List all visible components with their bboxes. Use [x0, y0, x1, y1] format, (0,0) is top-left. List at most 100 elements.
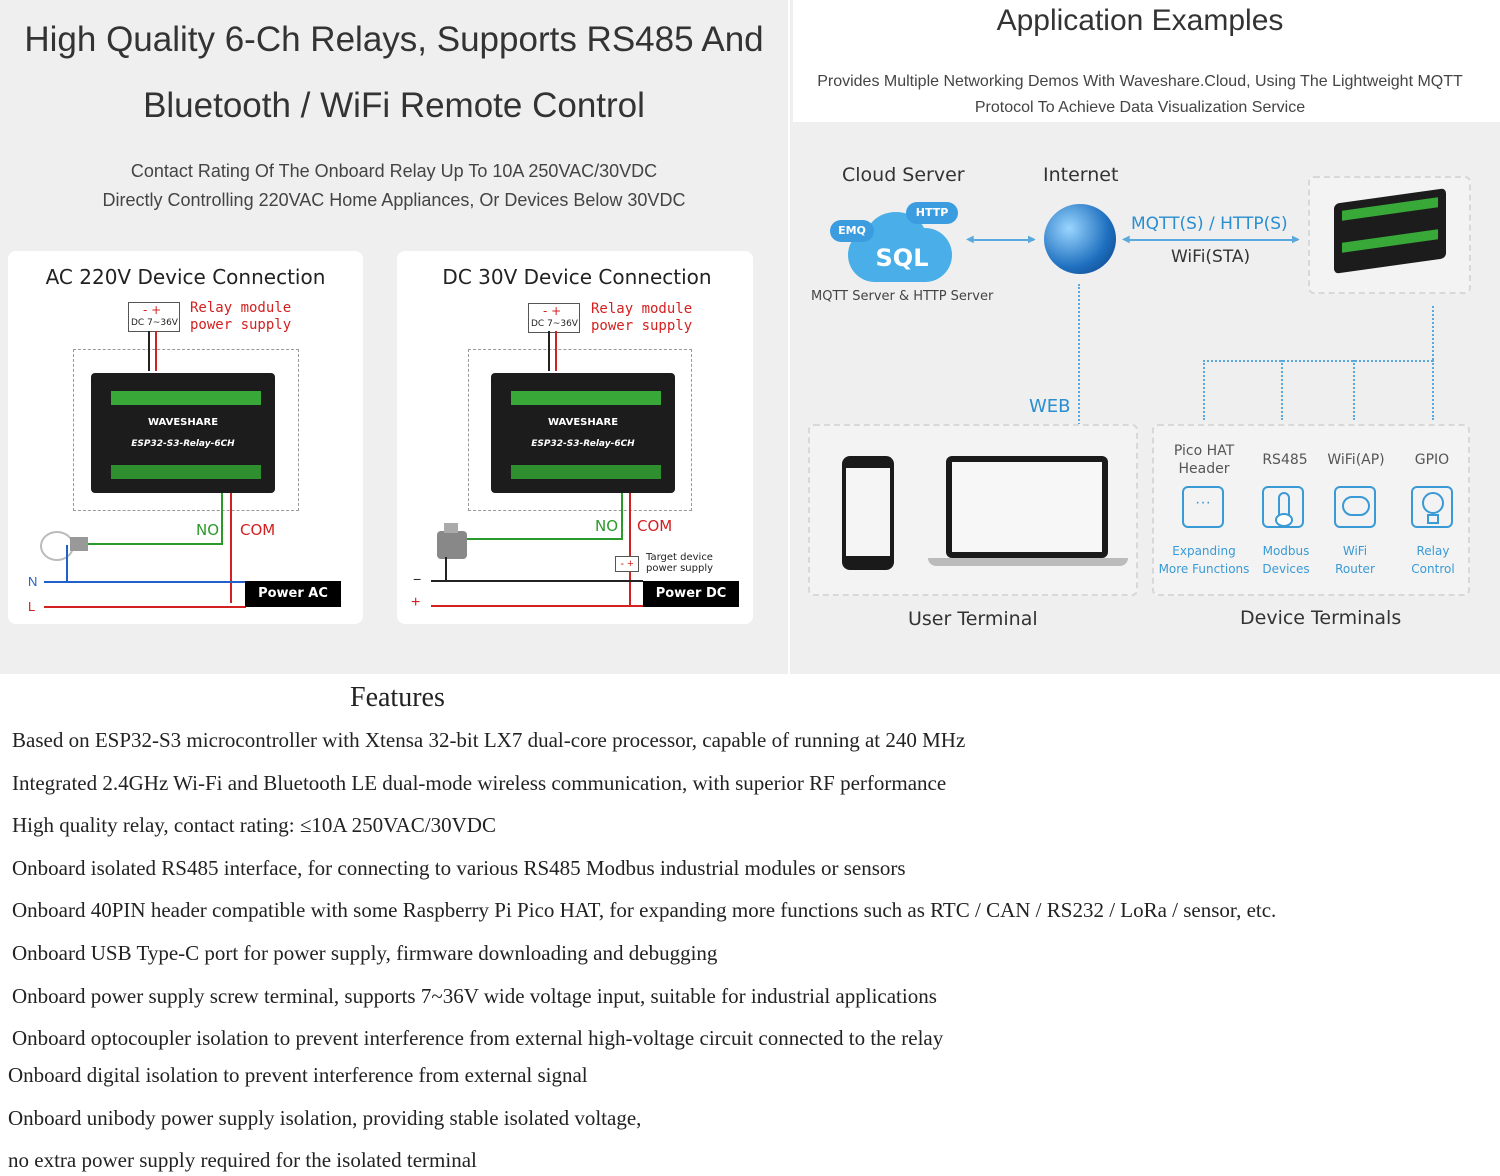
- device-terminals-box: [1152, 424, 1470, 596]
- terminal-rs485-desc-2: Devices: [1262, 562, 1310, 576]
- valve-icon: [437, 531, 467, 559]
- polarity-label: - +: [543, 304, 562, 318]
- module-brand: WAVESHARE: [547, 417, 619, 428]
- terminal-gpio-name: GPIO: [1414, 452, 1450, 468]
- bus-drop-1: [1203, 360, 1205, 420]
- n-label: N: [28, 574, 38, 589]
- server-caption: MQTT Server & HTTP Server: [811, 289, 994, 304]
- com-wire: [230, 493, 232, 603]
- ac-connection-card: AC 220V Device Connection - + DC 7~36V R…: [8, 251, 363, 627]
- sql-tag: SQL: [875, 244, 929, 272]
- right-subtitle-line1: Provides Multiple Networking Demos With …: [817, 73, 1463, 90]
- ac-card-title: AC 220V Device Connection: [45, 265, 326, 289]
- emq-tag: EMQ: [830, 220, 874, 242]
- terminal-rs485-desc-1: Modbus: [1262, 544, 1310, 558]
- cloud-server-label: Cloud Server: [842, 164, 965, 186]
- mqtt-label: MQTT(S) / HTTP(S): [1131, 214, 1288, 234]
- device-box: [1308, 176, 1471, 294]
- dc-supply-box: - + DC 7~36V: [528, 303, 580, 333]
- feature-item-4: Onboard isolated RS485 interface, for co…: [12, 856, 906, 880]
- no-label: NO: [196, 521, 220, 539]
- terminal-block-bottom: [111, 465, 261, 479]
- terminal-pico-desc-2: More Functions: [1158, 562, 1250, 576]
- globe-icon: [1044, 204, 1116, 274]
- bulb-icon: [40, 531, 74, 561]
- power-ac-box: Power AC 220V: [245, 581, 341, 627]
- relay-module-image: WAVESHARE ESP32-S3-Relay-6CH: [91, 373, 275, 493]
- l-wire: [44, 606, 246, 608]
- dc-range-label: DC 7~36V: [131, 318, 178, 328]
- internet-device-arrow: [1126, 239, 1298, 241]
- target-supply-box: - +: [615, 556, 639, 572]
- left-title-line1: High Quality 6-Ch Relays, Supports RS485…: [24, 20, 764, 59]
- relay-supply-label-2: power supply: [591, 318, 693, 334]
- feature-item-9: Onboard digital isolation to prevent int…: [8, 1063, 588, 1087]
- terminal-wifi-name: WiFi(AP): [1327, 452, 1385, 468]
- terminal-pico-name-2: Header: [1178, 461, 1230, 477]
- relay-supply-label-1: Relay module: [190, 300, 292, 316]
- supply-wire-pos: [155, 331, 157, 371]
- left-subtitle-line2: Directly Controlling 220VAC Home Applian…: [102, 190, 686, 210]
- laptop-base-icon: [928, 558, 1128, 566]
- cloud-internet-arrow: [970, 239, 1034, 241]
- terminal-rs485-name: RS485: [1262, 452, 1308, 468]
- no-label: NO: [595, 517, 619, 535]
- web-label: WEB: [1029, 396, 1071, 417]
- right-subtitle-line2: Protocol To Achieve Data Visualization S…: [974, 99, 1306, 116]
- wifi-sta-label: WiFi(STA): [1171, 247, 1251, 267]
- lamp-n-wire: [66, 545, 68, 582]
- valve-neg-wire: [445, 557, 447, 581]
- terminal-block-top: [511, 391, 661, 405]
- l-label: L: [28, 599, 36, 614]
- module-frame: [73, 349, 299, 511]
- terminal-block-bottom: [511, 465, 661, 479]
- device-terminals-label: Device Terminals: [1240, 607, 1402, 629]
- bus-drop-3: [1353, 360, 1355, 420]
- target-label-1: Target device: [646, 552, 713, 563]
- terminal-pico-desc-1: Expanding: [1172, 544, 1236, 558]
- feature-item-11: no extra power supply required for the i…: [8, 1148, 477, 1172]
- minus-label: −: [413, 571, 422, 587]
- com-label: COM: [240, 521, 276, 539]
- plus-label: +: [411, 594, 421, 611]
- feature-item-2: Integrated 2.4GHz Wi-Fi and Bluetooth LE…: [12, 771, 947, 795]
- supply-wire-neg: [548, 331, 550, 371]
- left-title-line2: Bluetooth / WiFi Remote Control: [143, 86, 645, 125]
- feature-item-10: Onboard unibody power supply isolation, …: [8, 1106, 642, 1130]
- feature-item-8: Onboard optocoupler isolation to prevent…: [12, 1026, 944, 1050]
- cloud-icon: EMQ HTTP SQL: [830, 198, 960, 286]
- user-terminal-box: [808, 424, 1138, 596]
- target-label-2: power supply: [646, 563, 714, 574]
- dots-icon: ···: [1182, 486, 1224, 528]
- dc-range-label: DC 7~36V: [531, 319, 578, 329]
- supply-wire-neg: [148, 331, 150, 371]
- no-wire: [221, 493, 223, 545]
- relay-module-image: WAVESHARE ESP32-S3-Relay-6CH: [491, 373, 675, 493]
- internet-label: Internet: [1043, 164, 1119, 186]
- terminal-gpio-desc-2: Control: [1411, 562, 1455, 576]
- dc-connection-card: DC 30V Device Connection - + DC 7~36V Re…: [397, 251, 753, 627]
- web-arrow: [1078, 284, 1080, 444]
- terminal-gpio-desc-1: Relay: [1416, 544, 1450, 558]
- right-title: Application Examples: [996, 4, 1284, 37]
- no-wire: [621, 493, 623, 539]
- thermometer-icon: [1262, 486, 1304, 528]
- relay-supply-label-2: power supply: [190, 317, 292, 333]
- module-brand: WAVESHARE: [147, 417, 219, 428]
- feature-item-3: High quality relay, contact rating: ≤10A…: [12, 813, 496, 837]
- module-frame: [468, 349, 692, 511]
- feature-item-1: Based on ESP32-S3 microcontroller with X…: [12, 728, 966, 752]
- phone-icon: [842, 456, 894, 570]
- relay-supply-label-1: Relay module: [591, 301, 693, 317]
- feature-item-7: Onboard power supply screw terminal, sup…: [12, 984, 937, 1008]
- valve-wire: [461, 538, 623, 540]
- module-name: ESP32-S3-Relay-6CH: [531, 439, 635, 449]
- bus-drop-4: [1432, 360, 1434, 420]
- laptop-screen-icon: [946, 456, 1108, 558]
- feature-item-6: Onboard USB Type-C port for power supply…: [12, 941, 718, 965]
- application-header-bg: [793, 0, 1500, 122]
- lamp-wire: [88, 543, 223, 545]
- bulb-socket: [70, 537, 88, 551]
- terminal-block-top: [111, 391, 261, 405]
- chat-icon: [1334, 486, 1376, 528]
